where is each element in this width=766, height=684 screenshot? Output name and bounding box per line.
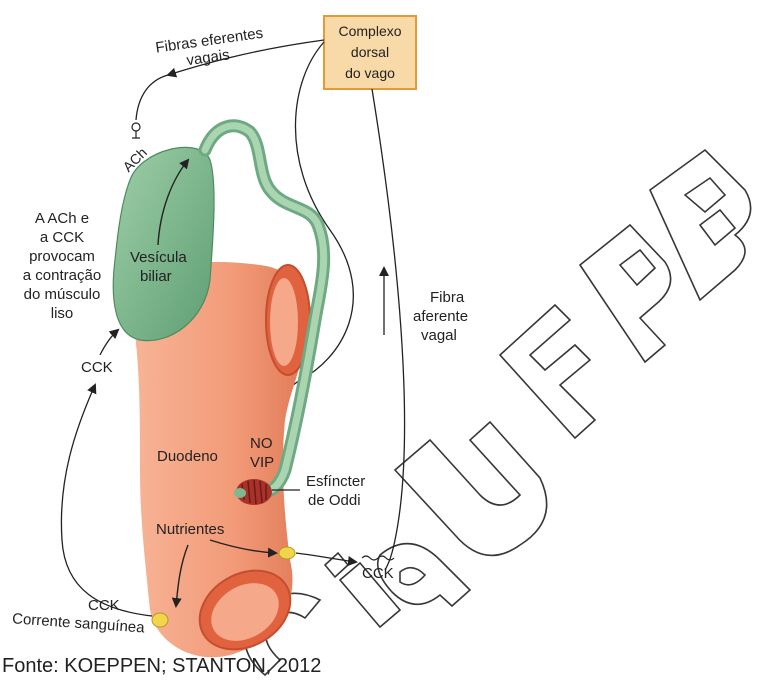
svg-text:do músculo: do músculo [24,286,101,303]
vip-label: VIP [250,454,274,471]
svg-text:provocam: provocam [29,248,95,265]
i-cell-right [279,547,295,559]
svg-text:A ACh e: A ACh e [35,210,89,227]
nutrients-label: Nutrientes [156,521,224,538]
afferent-label-2: aferente [413,308,468,325]
no-label: NO [250,435,273,452]
cck-to-afferent-arrow [296,553,356,562]
duodenum-label: Duodeno [157,448,218,465]
svg-text:liso: liso [51,305,74,322]
contraction-explanation: A ACh e a CCK provocam a contração do mú… [23,210,101,322]
gallbladder-label-1: Vesícula [130,249,187,266]
i-cell-left [152,613,168,627]
afferent-vagal-fiber [372,89,405,570]
box-line-1: Complexo [338,23,401,39]
afferent-label-3: vagal [421,327,457,344]
afferent-label-1: Fibra [430,289,465,306]
cck-left-label: CCK [81,359,113,376]
cck-right-label: CCK [362,565,394,582]
synapse-ach [132,123,140,138]
box-line-2: dorsal [351,44,389,60]
dorsal-vagal-complex-box: Complexo dorsal do vago [324,16,416,89]
svg-text:a contração: a contração [23,267,101,284]
sphincter-label-2: de Oddi [308,492,361,509]
cck-to-gallbladder-arrow [100,330,118,355]
cck-bloodstream-arrow [61,385,152,616]
gallbladder [113,147,214,340]
cck-bottom-left-label: CCK [88,597,120,614]
sphincter-label-1: Esfíncter [306,473,365,490]
efferent-fiber-branch [136,75,168,120]
source-citation: Fonte: KOEPPEN; STANTON, 2012 [2,655,321,677]
box-line-3: do vago [345,65,395,81]
svg-text:a CCK: a CCK [40,229,84,246]
gallbladder-label-2: biliar [140,268,172,285]
bloodstream-label: Corrente sanguínea [12,610,146,636]
